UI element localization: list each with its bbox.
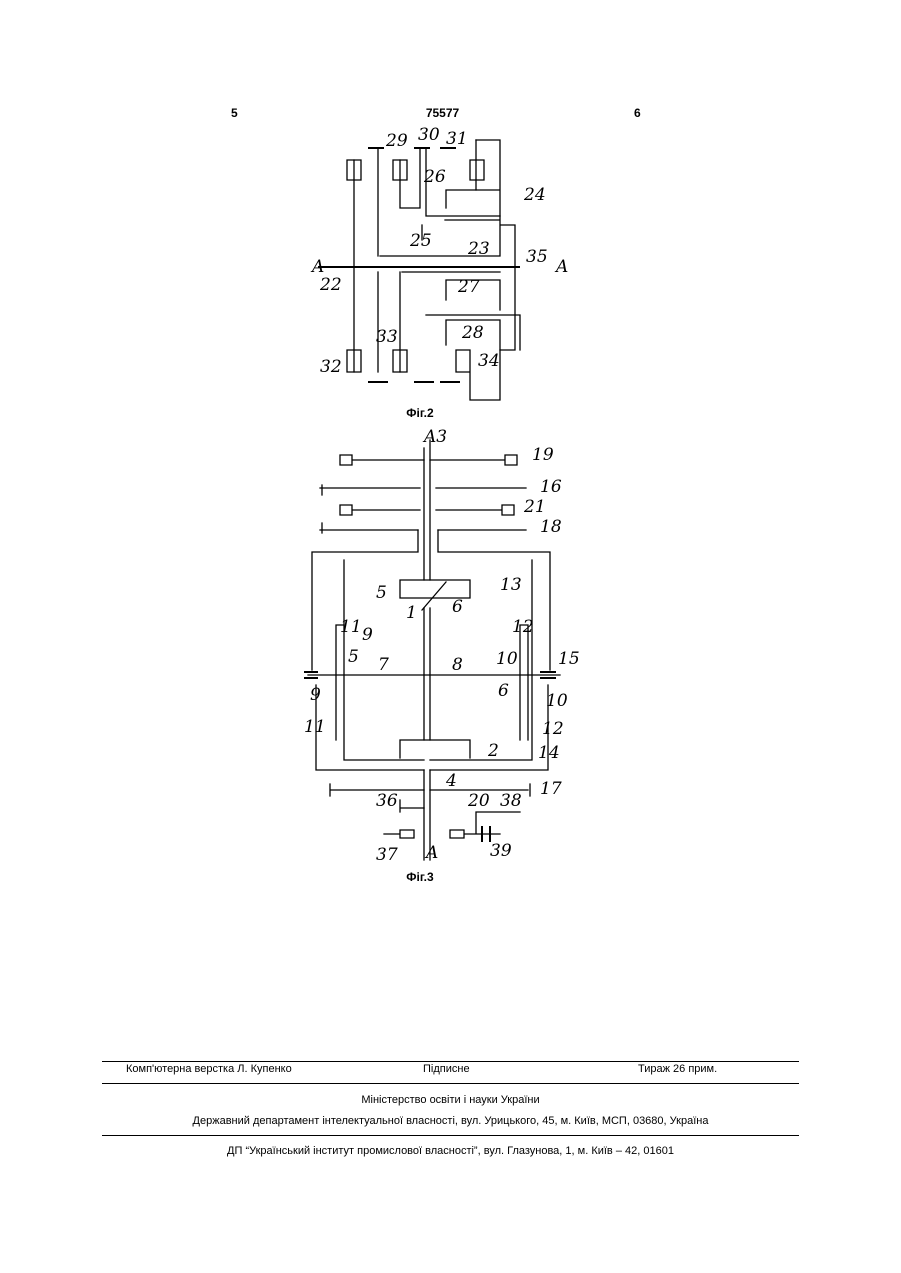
fig3-label: 7 xyxy=(378,655,389,675)
footer-rule-middle xyxy=(102,1083,799,1084)
fig3-label: 15 xyxy=(558,649,580,669)
carrier-16 xyxy=(320,485,526,495)
fig3-label: A xyxy=(424,843,438,863)
institute-line: ДП “Український інститут промислової вла… xyxy=(102,1145,799,1157)
fig3-label: 5 xyxy=(376,583,387,603)
print-run: Тираж 26 прим. xyxy=(638,1063,717,1075)
figure-3-caption: Фіг.3 xyxy=(0,870,840,884)
fig3-label: 17 xyxy=(540,779,562,799)
fig3-label: A3 xyxy=(422,427,447,447)
fig3-label: 6 xyxy=(452,597,463,617)
fig3-label: 13 xyxy=(500,575,522,595)
fig3-label: 20 xyxy=(467,791,490,811)
fig3-label: 18 xyxy=(540,517,562,537)
fig3-label: 2 xyxy=(487,741,499,761)
fig3-label: 4 xyxy=(445,771,457,791)
fig3-label: 11 xyxy=(304,717,326,737)
fig3-label: 16 xyxy=(540,477,562,497)
fig3-label: 10 xyxy=(496,649,518,669)
carrier-18 xyxy=(320,523,526,533)
fig3-label: 1 xyxy=(406,603,417,623)
fig3-label: 9 xyxy=(362,625,373,645)
fig3-label: 6 xyxy=(498,681,509,701)
fig3-label: 36 xyxy=(376,791,398,811)
fig3-label: 39 xyxy=(490,841,512,861)
layout-credit: Комп'ютерна верстка Л. Купенко xyxy=(126,1063,292,1075)
department-line: Державний департамент інтелектуальної вл… xyxy=(102,1115,799,1127)
fig3-label: 5 xyxy=(348,647,359,667)
fig3-label: 38 xyxy=(500,791,522,811)
fig3-label: 9 xyxy=(310,685,321,705)
signed-label: Підписне xyxy=(423,1063,470,1075)
drum-line xyxy=(422,582,446,610)
footer-imprint-row: Комп'ютерна верстка Л. Купенко Підписне … xyxy=(102,1063,799,1079)
top-carrier-19 xyxy=(340,455,517,465)
fig3-label: 37 xyxy=(376,845,398,865)
fig3-label: 12 xyxy=(542,719,564,739)
fig3-label: 19 xyxy=(532,445,554,465)
fig3-label: 14 xyxy=(538,743,560,763)
footer-rule-top xyxy=(102,1061,799,1062)
footer-rule-bottom xyxy=(102,1135,799,1136)
fig3-label: 8 xyxy=(452,655,463,675)
fig3-label: 10 xyxy=(546,691,568,711)
ministry-line: Міністерство освіти і науки України xyxy=(102,1094,799,1106)
fig3-label: 11 xyxy=(340,617,362,637)
fig3-label: 12 xyxy=(512,617,534,637)
carrier-21 xyxy=(340,505,514,515)
figure-3-diagram: A3 19 16 21 18 13 5 1 6 11 9 5 12 15 10 … xyxy=(0,0,901,880)
central-shaft xyxy=(424,440,430,860)
fig3-label: 21 xyxy=(523,497,546,517)
